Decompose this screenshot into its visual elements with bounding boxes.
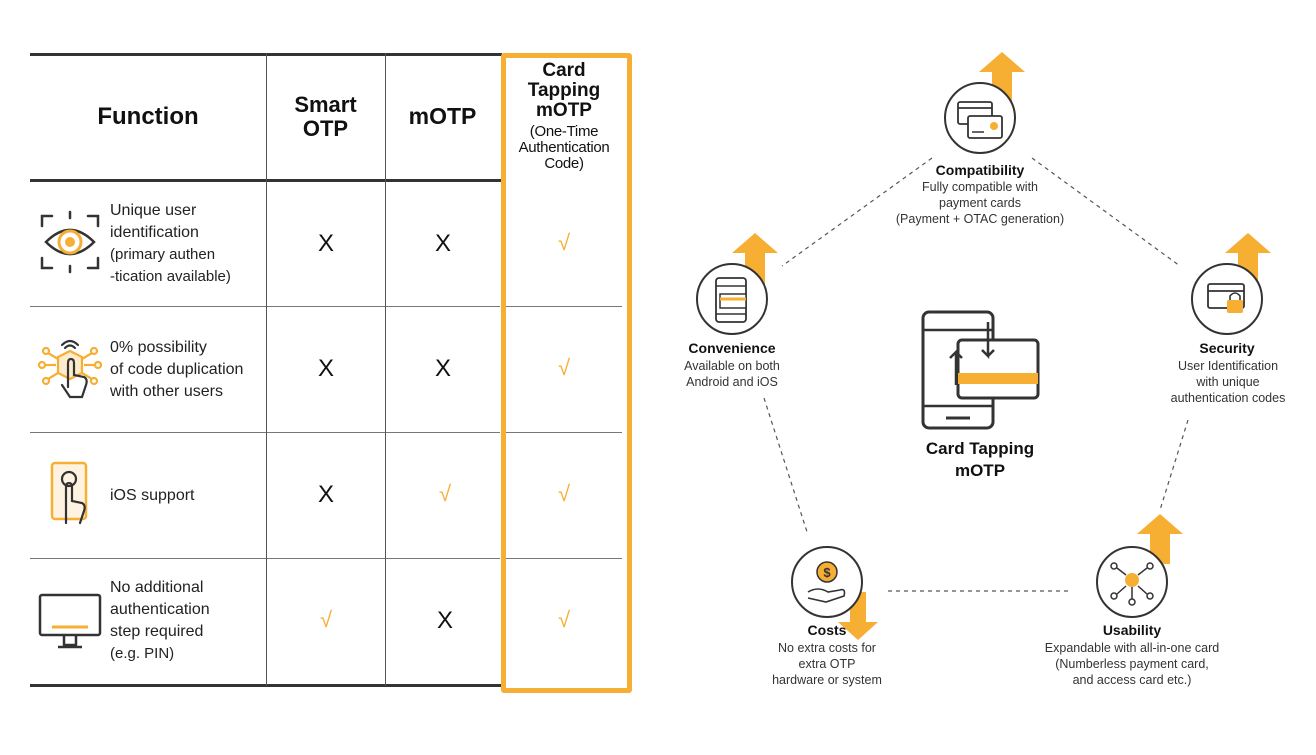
- convenience-desc: Available on both Android and iOS: [684, 359, 780, 389]
- card-motp-value: √: [557, 607, 571, 632]
- header-card-line2: Tapping: [527, 80, 601, 101]
- card-tapping-column-highlight: [501, 53, 632, 693]
- header-function: Function: [97, 102, 199, 130]
- column-divider: [266, 53, 267, 686]
- connector-security-usability: [1159, 419, 1189, 511]
- row-divider: [30, 558, 500, 559]
- motp-value: X: [436, 607, 453, 634]
- smart-otp-value: X: [317, 230, 334, 257]
- row-divider: [506, 432, 622, 433]
- arrow-up-icon: [732, 233, 778, 284]
- connector-compat-convenience: [781, 157, 933, 267]
- table-row: Unique user identification (primary auth…: [30, 182, 628, 306]
- eye-scan-icon: [40, 210, 100, 274]
- smart-otp-value: X: [317, 481, 334, 508]
- header-card-line3: mOTP: [536, 100, 592, 121]
- cards-icon: [957, 101, 1003, 139]
- table-row: No additional authentication step requir…: [30, 559, 628, 684]
- motp-value: X: [434, 230, 451, 257]
- diagram-connectors: $: [696, 52, 1271, 640]
- security-title: Security: [1199, 340, 1255, 356]
- svg-text:$: $: [823, 565, 831, 580]
- table-row: 0% possibility of code duplication with …: [30, 307, 628, 432]
- header-card-sub2: Authentication: [518, 139, 610, 156]
- header-smart-otp-line1: Smart: [294, 91, 357, 117]
- costs-title: Costs: [807, 622, 847, 638]
- row-divider: [506, 306, 622, 307]
- row-divider: [30, 306, 500, 307]
- row-divider: [30, 432, 500, 433]
- header-card-sub3: Code): [544, 155, 584, 172]
- usability-desc: Expandable with all-in-one card (Numberl…: [1044, 641, 1220, 687]
- connector-compat-security: [1031, 157, 1181, 267]
- benefits-diagram: $ Card Tapping mOTP Compatibility Fully …: [640, 40, 1316, 755]
- arrow-up-icon: [1137, 514, 1183, 564]
- feature-label: Unique user identification (primary auth…: [110, 202, 231, 285]
- network-user-icon: [1110, 562, 1154, 606]
- header-motp: mOTP: [408, 103, 477, 129]
- compatibility-desc: Fully compatible with payment cards (Pay…: [895, 180, 1065, 226]
- coin-hand-icon: $: [807, 561, 846, 603]
- smart-otp-value: X: [317, 355, 334, 382]
- header-card-tapping-motp: Card Tapping mOTP (One-Time Authenticati…: [500, 53, 628, 180]
- smart-otp-value: √: [319, 607, 333, 632]
- convenience-title: Convenience: [688, 340, 776, 356]
- row-divider: [506, 558, 622, 559]
- feature-label: 0% possibility of code duplication with …: [110, 339, 244, 400]
- connector-convenience-costs: [763, 397, 809, 536]
- arrow-up-icon: [979, 52, 1025, 104]
- card-lock-icon: [1207, 283, 1245, 313]
- table-row: iOS support X √ √: [30, 433, 628, 558]
- center-title: Card Tapping mOTP: [925, 439, 1035, 480]
- usability-title: Usability: [1102, 622, 1162, 638]
- phone-card-tap-icon: [921, 310, 1040, 430]
- card-motp-value: √: [557, 481, 571, 506]
- compatibility-title: Compatibility: [935, 162, 1025, 178]
- feature-label: No additional authentication step requir…: [110, 579, 210, 662]
- monitor-icon: [38, 593, 102, 649]
- phone-card-icon: [715, 277, 747, 323]
- card-motp-value: √: [557, 230, 571, 255]
- motp-value: √: [438, 481, 452, 506]
- header-card-sub1: (One-Time: [529, 123, 599, 140]
- touch-network-icon: [38, 339, 102, 399]
- arrow-down-icon: [838, 592, 878, 640]
- phone-touch-icon: [50, 461, 88, 525]
- arrow-up-icon: [1225, 233, 1271, 284]
- security-desc: User Identification with unique authenti…: [1170, 359, 1286, 405]
- motp-value: X: [434, 355, 451, 382]
- comparison-table: Function Smart OTP mOTP Card Tapping mOT…: [30, 53, 632, 693]
- header-smart-otp-line2: OTP: [302, 115, 349, 141]
- card-motp-value: √: [557, 355, 571, 380]
- costs-desc: No extra costs for extra OTP hardware or…: [772, 641, 882, 687]
- feature-label: iOS support: [110, 487, 195, 504]
- header-card-line1: Card: [542, 60, 586, 81]
- header-smart-otp: Smart OTP: [266, 53, 385, 180]
- column-divider: [385, 53, 386, 686]
